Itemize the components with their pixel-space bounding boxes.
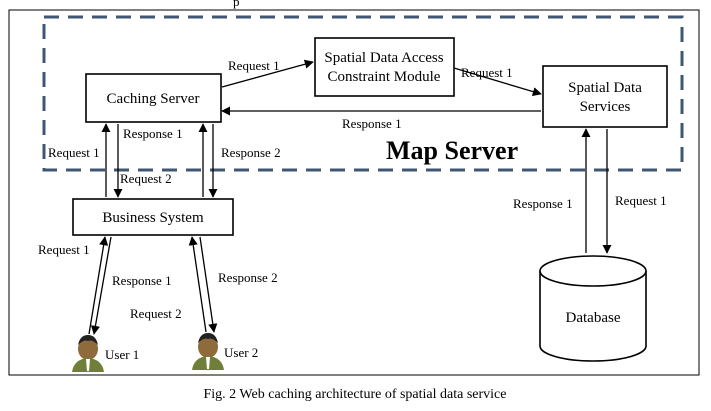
label-services-to-cache: Response 1 xyxy=(342,116,402,131)
arrow-user1-to-business xyxy=(88,236,109,335)
arrow-user2-to-business xyxy=(188,236,207,333)
access-module-label-1: Spatial Data Access xyxy=(324,50,443,66)
caching-server-label: Caching Server xyxy=(107,91,200,107)
label-business-to-user2: Response 2 xyxy=(218,270,278,285)
label-user1-to-business: Request 1 xyxy=(38,242,90,257)
label-user2-to-business: Request 2 xyxy=(130,306,182,321)
database-node: Database xyxy=(539,255,647,362)
arrow-business-to-user2 xyxy=(199,236,218,333)
outer-frame xyxy=(8,9,700,376)
figure-caption: Fig. 2 Web caching architecture of spati… xyxy=(204,387,507,402)
label-services-to-db: Request 1 xyxy=(615,193,667,208)
arrow-business-to-user1 xyxy=(90,236,112,335)
top-text-fragment: p xyxy=(233,0,240,9)
label-business-to-user1: Response 1 xyxy=(112,273,172,288)
spatial-services-node: Spatial Data Services xyxy=(542,65,668,128)
label-cache-to-module: Request 1 xyxy=(228,58,280,73)
label-db-to-services: Response 1 xyxy=(513,196,573,211)
label-business-to-cache: Request 1 xyxy=(48,145,100,160)
map-server-boundary xyxy=(42,15,684,172)
spatial-services-label-1: Spatial Data xyxy=(568,80,642,96)
label-business-to-cache-req2: Request 2 xyxy=(120,171,172,186)
user-1-icon xyxy=(72,335,104,372)
access-module-node: Spatial Data Access Constraint Module xyxy=(314,37,455,97)
arrow-module-to-services xyxy=(453,67,542,97)
user-2-icon xyxy=(192,333,224,370)
label-cache-to-business-resp1: Response 1 xyxy=(123,126,183,141)
arrow-cache-to-module xyxy=(221,59,314,88)
caching-server-node: Caching Server xyxy=(85,73,222,123)
label-cache-to-business-resp2: Response 2 xyxy=(221,145,281,160)
business-system-node: Business System xyxy=(72,198,234,236)
database-label: Database xyxy=(566,310,621,326)
user-2-label: User 2 xyxy=(224,345,258,360)
access-module-label-2: Constraint Module xyxy=(328,69,441,85)
user-1-label: User 1 xyxy=(105,347,139,362)
map-server-title: Map Server xyxy=(386,136,518,165)
label-module-to-services: Request 1 xyxy=(461,65,513,80)
business-system-label: Business System xyxy=(102,210,204,226)
spatial-services-label-2: Services xyxy=(580,99,631,115)
